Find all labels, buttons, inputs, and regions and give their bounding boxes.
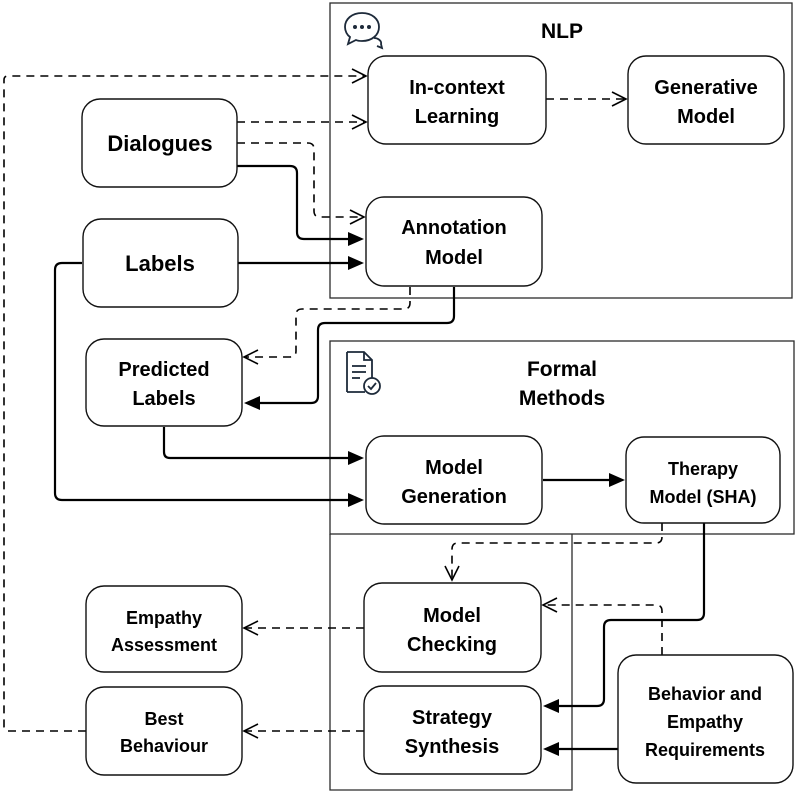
requirements-label-line2: Empathy [667,712,743,732]
therapy-model-label-line1: Therapy [668,459,738,479]
node-annotation-model: Annotation Model [365,196,543,287]
annotation-model-label-line1: Annotation [401,217,507,239]
in-context-learning-label-line2: Learning [415,106,499,128]
arrowhead [351,68,368,84]
arrowhead [351,114,368,130]
edge-requirements-to-checking [543,604,663,655]
arrowhead [543,699,559,713]
model-checking-label-line2: Checking [407,634,497,656]
model-checking-label-line1: Model [423,605,481,627]
in-context-learning-label-line1: In-context [409,77,505,99]
formal-methods-title-line1: Formal [527,358,597,381]
node-predicted-labels: Predicted Labels [85,338,243,427]
empathy-assessment-label-line2: Assessment [111,635,217,655]
edge-therapy-to-strategy [559,523,706,708]
generative-model-label-line2: Model [677,106,735,128]
best-behaviour-label-line1: Best [144,709,183,729]
nlp-region [329,2,793,299]
arrowhead [348,451,364,465]
node-therapy-model: Therapy Model (SHA) [625,436,781,524]
arrowhead [242,620,259,636]
edge-predicted-to-generation [162,427,348,460]
edge-annotation-to-predicted-dashed [244,287,411,358]
arrowhead [609,473,625,487]
node-generative-model: Generative Model [627,55,785,145]
generative-model-label-line1: Generative [654,77,757,99]
chat-bubbles-icon [344,12,384,50]
therapy-model-label-line2: Model (SHA) [650,487,757,507]
best-behaviour-label-line2: Behaviour [120,736,208,756]
arrowhead [543,742,559,756]
formal-methods-region [329,340,795,535]
arrowhead [348,256,364,270]
node-in-context-learning: In-context Learning [367,55,547,145]
predicted-labels-label-line1: Predicted [118,359,209,381]
labels-label: Labels [125,251,195,276]
node-model-checking: Model Checking [363,582,542,673]
edge-best-to-incontext [3,75,366,732]
edge-therapy-to-checking [451,523,663,580]
formal-methods-title-line2: Methods [519,387,605,410]
node-strategy-synthesis: Strategy Synthesis [363,685,542,775]
requirements-label-line1: Behavior and [648,684,762,704]
empathy-assessment-label-line1: Empathy [126,608,202,628]
node-model-generation: Model Generation [365,435,543,525]
formal-methods-region-extension [329,534,573,791]
node-labels: Labels [82,218,239,308]
node-empathy-assessment: Empathy Assessment [85,585,243,673]
arrowhead [349,209,366,225]
edge-dialogues-to-annotation [237,164,348,241]
arrowhead [541,597,558,613]
arrowhead [244,396,260,410]
arrowhead [242,349,259,365]
model-generation-label-line1: Model [425,457,483,479]
document-check-icon [346,351,381,395]
node-best-behaviour: Best Behaviour [85,686,243,776]
annotation-model-label-line2: Model [425,247,483,269]
strategy-synthesis-label-line2: Synthesis [405,736,499,758]
requirements-label-line3: Requirements [645,740,765,760]
model-generation-label-line2: Generation [401,486,507,508]
arrowhead [611,91,628,107]
edge-dialogues-to-annotation-dashed [237,142,364,218]
predicted-labels-label-line2: Labels [132,388,195,410]
strategy-synthesis-label-line1: Strategy [412,707,493,729]
arrowhead [444,565,460,582]
edge-labels-to-generation [53,261,348,502]
edge-annotation-to-predicted [260,287,456,405]
arrowhead [348,493,364,507]
nlp-title: NLP [541,20,583,43]
node-behavior-empathy-requirements: Behavior and Empathy Requirements [617,654,794,784]
arrowhead [242,723,259,739]
arrowhead [348,232,364,246]
node-dialogues: Dialogues [81,98,238,188]
dialogues-label: Dialogues [107,131,212,156]
